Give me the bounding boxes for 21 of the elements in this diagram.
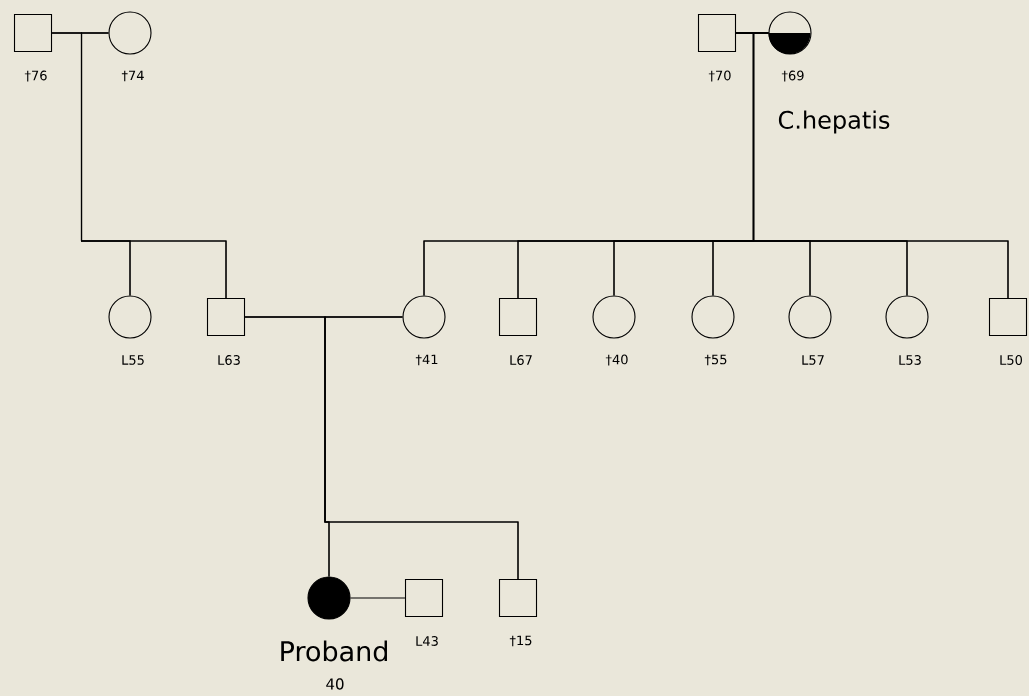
age-label: †41 xyxy=(415,354,438,366)
diagnosis-label: C.hepatis xyxy=(778,110,890,134)
age-label: L63 xyxy=(218,355,240,365)
age-label: L67 xyxy=(510,355,532,365)
age-label: †40 xyxy=(605,354,628,366)
age-label: L50 xyxy=(1000,355,1022,365)
age-label: L53 xyxy=(899,355,921,365)
age-label: 40 xyxy=(326,678,344,690)
marriage-line xyxy=(350,597,406,599)
age-label: †15 xyxy=(509,635,532,647)
age-label: †76 xyxy=(24,70,47,82)
age-label: L57 xyxy=(802,355,824,365)
proband-label: Proband xyxy=(281,640,387,662)
descent-line xyxy=(80,32,227,299)
age-label: †74 xyxy=(121,70,144,82)
descent-line xyxy=(324,316,519,580)
age-label: L55 xyxy=(122,355,144,365)
age-label: L43 xyxy=(416,636,438,646)
age-label: †55 xyxy=(704,354,727,366)
age-label: †69 xyxy=(781,70,804,82)
age-label: †70 xyxy=(708,70,731,82)
